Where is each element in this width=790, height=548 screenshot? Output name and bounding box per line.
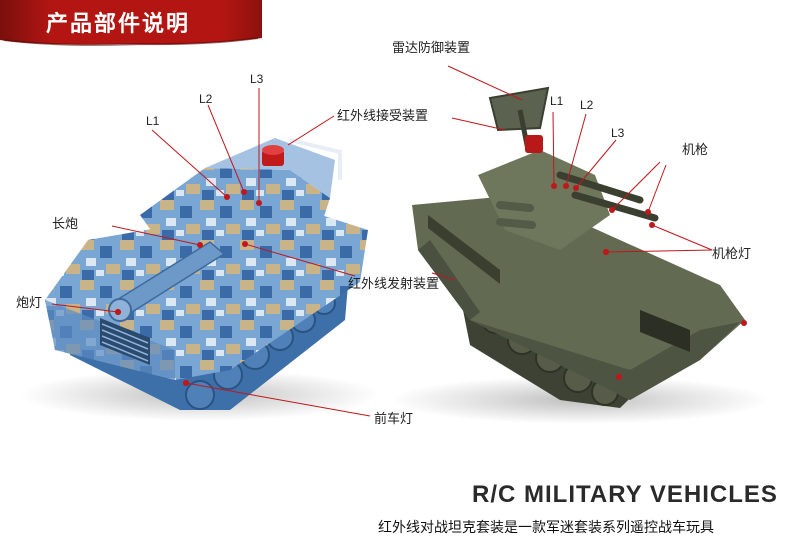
label-infrared-receiver: 红外线接受装置 [337,109,429,124]
section-banner: 产品部件说明 [0,0,262,46]
label-radar: 雷达防御装置 [392,41,471,56]
label-left-l1: L1 [146,114,160,128]
banner-background [0,0,262,46]
footer-subline: 红外线对战坦克套装是一款军迷套装系列遥控战车玩具 [378,520,714,536]
label-left-l2: L2 [199,92,213,106]
label-right-l1: L1 [550,94,564,108]
callout-lines [51,65,713,417]
label-machine-gun-light: 机枪灯 [712,247,752,262]
label-right-l3: L3 [611,126,625,140]
label-long-cannon: 长炮 [52,217,79,232]
footer-headline: R/C MILITARY VEHICLES [472,481,778,508]
right-tank [412,86,747,408]
label-machine-gun: 机枪 [682,143,709,158]
label-right-l2: L2 [580,98,594,112]
left-tank [45,138,368,410]
label-left-l3: L3 [250,72,264,86]
banner-title: 产品部件说明 [46,12,191,37]
label-infrared-emitter: 红外线发射装置 [348,277,440,292]
label-cannon-light: 炮灯 [16,296,43,311]
label-front-light: 前车灯 [374,412,414,427]
